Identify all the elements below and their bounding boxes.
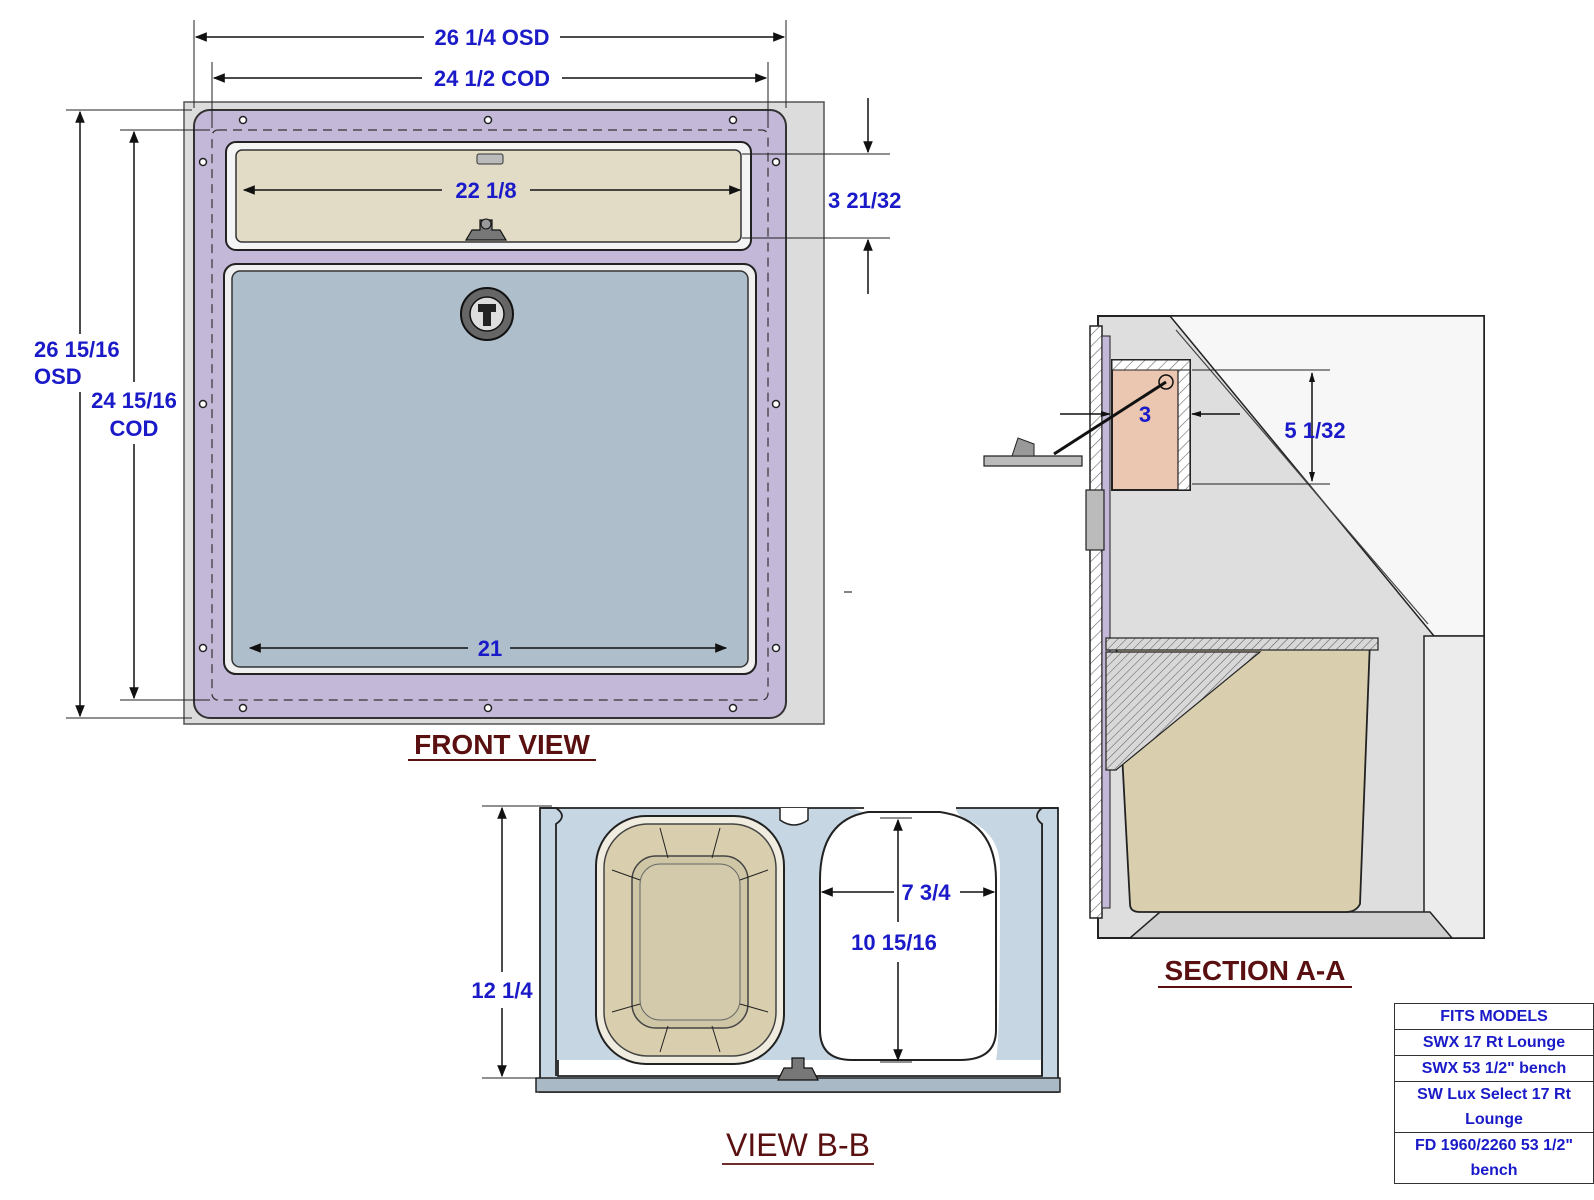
fits-model-item: SWX 17 Rt Lounge bbox=[1394, 1029, 1594, 1056]
dim-cod-height-unit: COD bbox=[110, 416, 159, 441]
lower-housing-panel bbox=[1423, 635, 1485, 939]
dim-bb-opening-depth: 10 15/16 bbox=[851, 930, 937, 955]
fits-model-item: SW Lux Select 17 Rt Lounge bbox=[1394, 1081, 1594, 1133]
top-notch bbox=[779, 808, 809, 826]
sloped-cover-inner bbox=[1175, 329, 1429, 625]
dim-bb-depth: 12 1/4 bbox=[471, 978, 533, 1003]
section-aa: 3 5 1/32 SECTION A-A bbox=[983, 315, 1485, 988]
section-bin-support bbox=[1105, 651, 1262, 771]
open-door-handle bbox=[983, 455, 1083, 467]
section-aa-title: SECTION A-A bbox=[1165, 955, 1346, 986]
open-door-latch bbox=[1011, 437, 1035, 457]
dim-osd-width: 26 1/4 OSD bbox=[435, 25, 550, 50]
main-door-panel bbox=[231, 270, 749, 668]
bin-pivot bbox=[1158, 374, 1174, 390]
bottom-ramp bbox=[1127, 911, 1454, 939]
bb-latch bbox=[777, 1057, 819, 1081]
dim-bb-opening-width: 7 3/4 bbox=[902, 880, 952, 905]
fits-models-table: FITS MODELS SWX 17 Rt Lounge SWX 53 1/2"… bbox=[1394, 1003, 1594, 1184]
top-door-catch bbox=[476, 153, 504, 165]
bb-dimension-lines bbox=[497, 806, 996, 1078]
stay-arm bbox=[1053, 380, 1167, 456]
fits-models-header: FITS MODELS bbox=[1394, 1003, 1594, 1030]
fits-model-item: FD 1960/2260 53 1/2" bench bbox=[1394, 1132, 1594, 1184]
section-extension-lines bbox=[1192, 369, 1330, 485]
dim-cod-width: 24 1/2 COD bbox=[434, 66, 550, 91]
front-view-title: FRONT VIEW bbox=[414, 729, 590, 760]
bb-bin-corner-lines bbox=[611, 827, 769, 1053]
front-dimension-lines bbox=[75, 32, 873, 718]
fits-model-item: SWX 53 1/2" bench bbox=[1394, 1055, 1594, 1082]
bb-bin-floor-inner bbox=[639, 863, 741, 1021]
tray-plate-top-right bbox=[956, 808, 1042, 1060]
dim-bottom-opening-width: 21 bbox=[478, 636, 502, 661]
dim-top-opening-height: 3 21/32 bbox=[828, 188, 901, 213]
section-door-skin bbox=[1101, 335, 1111, 909]
dim-bin-height: 5 1/32 bbox=[1284, 418, 1345, 443]
section-dimension-lines bbox=[1060, 372, 1315, 482]
bb-open-cutout bbox=[819, 811, 997, 1061]
flange-dashed-outline bbox=[211, 129, 769, 701]
dim-cod-height-value: 24 15/16 bbox=[91, 388, 177, 413]
view-bb: 12 1/4 7 3/4 10 15/16 VIEW B-B bbox=[471, 805, 1061, 1165]
dim-bin-depth: 3 bbox=[1139, 402, 1151, 427]
dim-osd-height-value: 26 15/16 bbox=[34, 337, 120, 362]
front-view: 26 1/4 OSD 24 1/2 COD 26 15/16 OSD 24 15… bbox=[34, 20, 901, 761]
top-door-latch bbox=[464, 218, 508, 241]
view-bb-title: VIEW B-B bbox=[726, 1127, 870, 1163]
section-door-plate bbox=[1089, 325, 1103, 919]
section-hinge-block bbox=[1085, 489, 1105, 551]
main-door-latch bbox=[460, 287, 514, 341]
top-door-panel bbox=[235, 149, 742, 243]
dim-top-opening-width: 22 1/8 bbox=[455, 178, 516, 203]
section-upper-bin-lip bbox=[1111, 359, 1191, 371]
section-bin-rim bbox=[1105, 637, 1379, 651]
flange-screws bbox=[198, 115, 781, 713]
section-upper-bin-wall bbox=[1177, 359, 1191, 491]
dim-osd-height-unit: OSD bbox=[34, 364, 82, 389]
tray-outline bbox=[540, 807, 1058, 1076]
front-extension-lines bbox=[66, 20, 890, 719]
bb-extension-lines bbox=[482, 805, 912, 1079]
